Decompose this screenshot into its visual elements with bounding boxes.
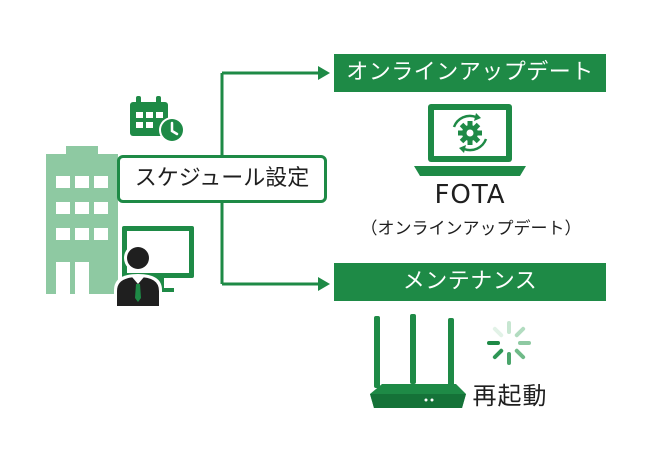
- building-icon: [46, 146, 118, 294]
- arrow-head-maintenance: [318, 277, 330, 291]
- fota-title: FOTA: [434, 180, 506, 210]
- admin-pc-icon: [114, 226, 194, 306]
- reboot-label: 再起動: [472, 382, 548, 410]
- online-update-banner-label: オンラインアップデート: [346, 60, 594, 85]
- fota-subtitle: （オンラインアップデート）: [360, 219, 582, 239]
- online-update-banner: オンラインアップデート: [334, 54, 606, 92]
- schedule-setting-label: スケジュール設定: [134, 166, 310, 191]
- schedule-setting-box: スケジュール設定: [117, 155, 327, 203]
- maintenance-banner-label: メンテナンス: [402, 269, 538, 294]
- arrow-head-online-update: [318, 66, 330, 80]
- calendar-clock-icon: [130, 96, 185, 143]
- loading-spinner-icon: [487, 321, 531, 365]
- router-icon: [370, 314, 466, 408]
- laptop-gear-icon: [414, 104, 526, 176]
- maintenance-banner: メンテナンス: [334, 263, 606, 301]
